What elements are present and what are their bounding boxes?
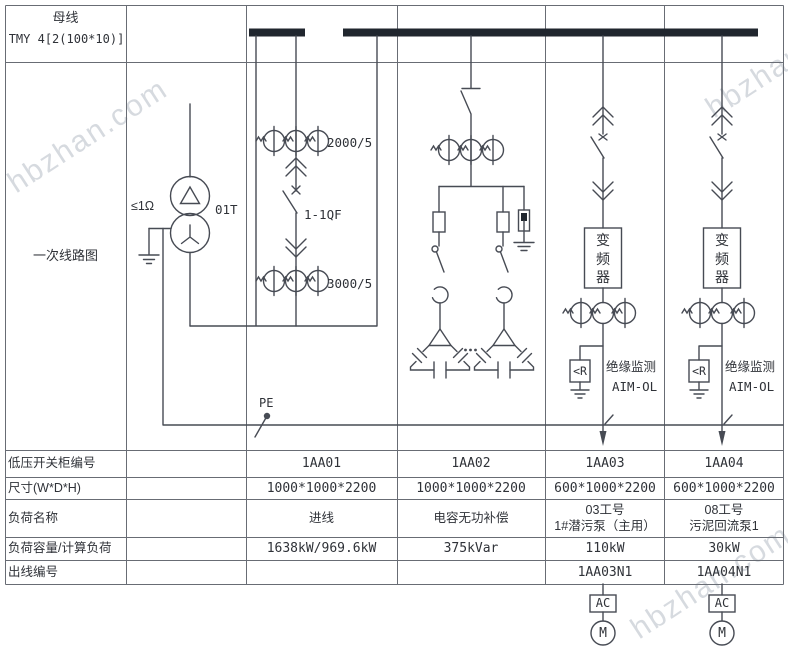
breaker-symbol: [709, 133, 727, 159]
pe-label: PE: [259, 396, 274, 410]
ct-ratio-bottom-label: 3000/5: [327, 275, 373, 291]
outgoing-arrow-icon: [599, 431, 607, 446]
fuse-icon: [432, 185, 446, 247]
capacitor-bank-icon: [473, 327, 535, 379]
insulation-monitor-icon: [569, 345, 604, 399]
motor-circle-icon: [590, 620, 616, 646]
outgoing-arrow-icon: [718, 431, 726, 446]
ct-group-icon: [562, 297, 637, 329]
cell-cabinet-id: 1AA02: [451, 456, 491, 471]
busbar-title: 母线: [52, 9, 79, 25]
insulation-title: 绝缘监测: [606, 359, 657, 374]
drawout-chevron-icon: [285, 157, 307, 177]
drawout-chevron-icon: [711, 106, 733, 126]
ac-converter-label: AC: [714, 596, 730, 610]
ct-group-icon: [430, 134, 505, 166]
diagram-row-label: 一次线路图: [32, 247, 98, 263]
contactor-icon: [431, 245, 449, 330]
motor-branch-1: [589, 583, 617, 646]
insulation-model: AIM-OL: [729, 379, 775, 394]
pe-tap-tick: [604, 414, 614, 425]
cell-size: 1000*1000*2200: [416, 480, 526, 496]
cell-cabinet-id: 1AA01: [301, 456, 342, 471]
row-label-outgoing-no: 出线编号: [8, 564, 59, 579]
cell-outgoing-no: 1AA04N1: [696, 564, 752, 580]
ct-group-icon: [255, 125, 330, 157]
cell-outgoing-no: 1AA03N1: [577, 564, 633, 580]
drawout-chevron-icon: [592, 106, 614, 126]
cell-load-name: 进线: [308, 510, 334, 525]
cell-size: 1000*1000*2200: [266, 480, 377, 496]
insulation-relay-label: <R: [692, 363, 706, 378]
row-label-load-capacity: 负荷容量/计算负荷: [8, 541, 112, 555]
ac-converter-label: AC: [595, 596, 611, 610]
vfd-label: 变频器: [596, 232, 610, 285]
pe-tap-tick: [723, 414, 733, 425]
insulation-monitor-icon: [688, 345, 723, 399]
motor-circle-icon: [709, 620, 735, 646]
cell-outgoing-no: [398, 560, 544, 584]
insulation-relay-label: <R: [573, 363, 587, 378]
ct-group-icon: [255, 265, 330, 297]
transformer-tag: 01T: [215, 201, 238, 217]
cell-load-capacity: 375kVar: [443, 541, 499, 556]
capacitor-feeder-circuit: [409, 35, 535, 379]
pe-bus-line: [162, 227, 784, 438]
transformer-symbol: [148, 103, 211, 327]
fuse-icon: [496, 185, 510, 247]
insulation-model: AIM-OL: [612, 379, 658, 394]
busbar-spec: TMY 4[2(100*10)]: [8, 31, 125, 46]
vfd-label: 变频器: [715, 232, 729, 285]
row-label-cabinet-no: 低压开关柜编号: [8, 456, 96, 470]
contactor-icon: [495, 245, 513, 330]
incoming-feeder-circuit: [189, 35, 378, 327]
cell-load-capacity: 30kW: [708, 541, 740, 556]
drawout-chevron-icon: [711, 181, 733, 201]
motor-label: M: [718, 625, 726, 641]
row-label-load-name: 负荷名称: [8, 510, 59, 525]
drawout-chevron-icon: [285, 238, 307, 258]
motor-label: M: [599, 625, 607, 641]
drawing-grid: [5, 5, 784, 585]
drawout-chevron-icon: [592, 181, 614, 201]
cell-size: 600*1000*2200: [673, 480, 775, 496]
insulation-title: 绝缘监测: [725, 359, 776, 374]
breaker-symbol: [282, 185, 301, 214]
row-label-size: 尺寸(W*D*H): [8, 480, 81, 495]
motor-branch-2: [708, 583, 736, 646]
cell-load-name: 03工号 1#潜污泵（主用）: [554, 502, 656, 534]
cell-cabinet-id: 1AA03: [585, 456, 625, 471]
cell-load-capacity: 110kW: [585, 541, 625, 556]
ellipsis-dots: [464, 348, 477, 352]
vfd-feeder-circuit-2: [681, 35, 756, 446]
transformer-impedance-label: ≤1Ω: [131, 199, 155, 213]
busbar-icon: [249, 28, 758, 37]
capacitor-bank-icon: [409, 327, 471, 379]
ct-group-icon: [681, 297, 756, 329]
breaker-symbol: [590, 133, 608, 159]
breaker-tag: 1-1QF: [304, 206, 342, 222]
vfd-feeder-circuit-1: [562, 35, 637, 446]
cell-load-capacity: 1638kW/969.6kW: [266, 541, 377, 556]
cell-size: 600*1000*2200: [554, 480, 656, 496]
cell-cabinet-id: 1AA04: [704, 456, 744, 471]
cell-load-name: 08工号 污泥回流泵1: [689, 502, 759, 534]
cell-outgoing-no: [247, 560, 396, 584]
surge-arrester-icon: [513, 185, 535, 252]
ct-ratio-top-label: 2000/5: [327, 134, 373, 150]
ground-icon: [138, 227, 160, 265]
cell-load-name: 电容无功补偿: [433, 510, 509, 525]
